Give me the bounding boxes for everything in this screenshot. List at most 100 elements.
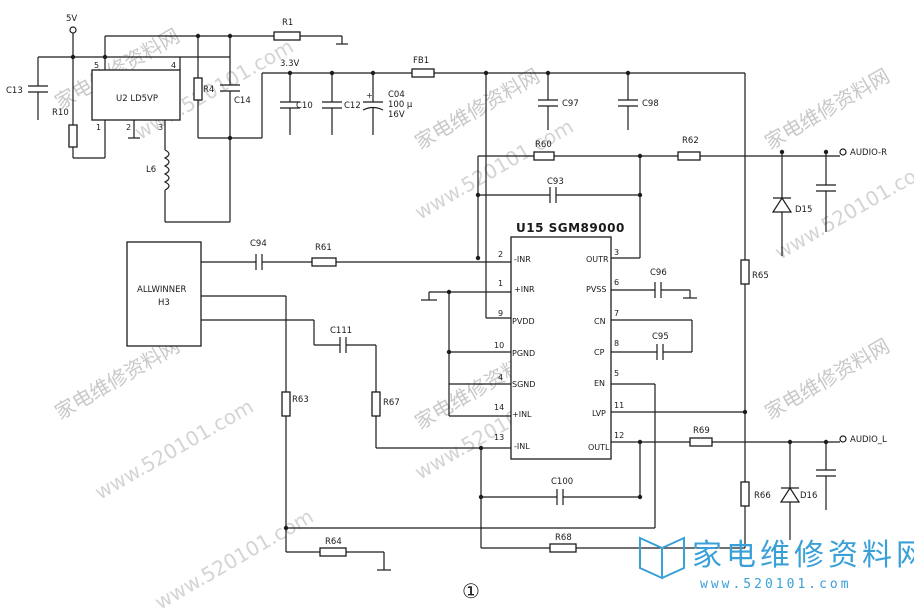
pin-name: CP bbox=[594, 348, 605, 357]
pin-number: 14 bbox=[494, 403, 504, 412]
pin-number: 13 bbox=[494, 433, 504, 442]
watermark-text: 家电维修资料网 bbox=[51, 334, 184, 425]
figure-number: ① bbox=[462, 579, 480, 603]
pin-number: 3 bbox=[614, 248, 619, 257]
pin-name: OUTR bbox=[586, 255, 609, 264]
pin-number: 4 bbox=[498, 373, 503, 382]
pin-number: 7 bbox=[614, 309, 619, 318]
label-c04: C04 bbox=[388, 90, 405, 100]
label-c04-value: 100 μ bbox=[388, 100, 413, 110]
diode-d16 bbox=[781, 488, 799, 502]
resistor-r62 bbox=[678, 152, 700, 160]
resistor-r68 bbox=[550, 544, 576, 552]
resistor-r1 bbox=[274, 32, 300, 40]
book-icon bbox=[640, 538, 662, 578]
pin-name: PVDD bbox=[512, 317, 535, 326]
watermark-url: www.520101.com bbox=[91, 394, 258, 504]
label-c95: C95 bbox=[652, 332, 669, 342]
ic-u15-sgm89000: U15 SGM89000 2 -INR 1 +INR 9 PVDD 10 PGN… bbox=[494, 221, 625, 459]
label-c97: C97 bbox=[562, 99, 579, 109]
resistor-r66 bbox=[741, 482, 749, 506]
resistor-r64 bbox=[320, 548, 346, 556]
pin-number: 5 bbox=[614, 369, 619, 378]
terminal-5v bbox=[70, 27, 76, 33]
watermark-text: 家电维修资料网 bbox=[761, 64, 894, 155]
pin-name: PGND bbox=[512, 349, 535, 358]
pin-number: 12 bbox=[614, 431, 624, 440]
label-c100: C100 bbox=[551, 477, 573, 487]
label-l6: L6 bbox=[146, 165, 156, 175]
label-fb1: FB1 bbox=[413, 56, 429, 66]
label-audio-r: AUDIO-R bbox=[850, 148, 887, 158]
label-r1: R1 bbox=[282, 18, 293, 28]
label-c12: C12 bbox=[344, 101, 361, 111]
label-u15: U15 SGM89000 bbox=[516, 221, 625, 235]
pin-number: 6 bbox=[614, 278, 619, 287]
pin-number: 9 bbox=[498, 309, 503, 318]
resistor-r65 bbox=[741, 260, 749, 284]
u2-pin-3: 3 bbox=[158, 123, 163, 132]
pin-number: 2 bbox=[498, 250, 503, 259]
pin-name: -INL bbox=[514, 442, 530, 451]
label-d16: D16 bbox=[800, 491, 817, 501]
label-c93: C93 bbox=[547, 177, 564, 187]
pin-number: 8 bbox=[614, 339, 619, 348]
label-r68: R68 bbox=[555, 533, 572, 543]
u2-pin-2: 2 bbox=[126, 123, 131, 132]
watermark-url: www.520101.com bbox=[771, 154, 914, 264]
label-c04-voltage: 16V bbox=[388, 110, 405, 120]
label-5v: 5V bbox=[66, 14, 77, 24]
label-r67: R67 bbox=[383, 398, 400, 408]
ferrite-fb1 bbox=[412, 69, 434, 77]
label-c98: C98 bbox=[642, 99, 659, 109]
watermark-url: www.520101.com bbox=[151, 504, 318, 611]
label-c10: C10 bbox=[296, 101, 313, 111]
u2-pin-1: 1 bbox=[96, 123, 101, 132]
resistor-r67 bbox=[372, 392, 380, 416]
pin-name: OUTL bbox=[588, 443, 610, 452]
logo-url: www.520101.com bbox=[700, 577, 852, 592]
pin-name: SGND bbox=[512, 380, 535, 389]
terminal-audio-r bbox=[840, 149, 846, 155]
allwinner-h3-block: ALLWINNER H3 bbox=[127, 242, 201, 346]
resistor-r69 bbox=[690, 438, 712, 446]
label-r65: R65 bbox=[752, 271, 769, 281]
watermark-text: 家电维修资料网 bbox=[761, 334, 894, 425]
power-input-section: 5V R1 C13 R10 U2 LD5VP 5 4 1 2 3 bbox=[6, 14, 745, 222]
label-u2: U2 LD5VP bbox=[116, 94, 158, 104]
label-r61: R61 bbox=[315, 243, 332, 253]
svg-text:+: + bbox=[366, 91, 373, 100]
label-c13: C13 bbox=[6, 86, 23, 96]
terminal-audio-l bbox=[840, 436, 846, 442]
pin-number: 11 bbox=[614, 401, 624, 410]
pin-number: 10 bbox=[494, 341, 504, 350]
pin-name: CN bbox=[594, 317, 606, 326]
resistor-r4 bbox=[194, 78, 202, 100]
logo-text: 家电维修资料网 bbox=[692, 538, 914, 573]
pin-name: EN bbox=[594, 379, 605, 388]
u2-pin-5: 5 bbox=[94, 61, 99, 70]
resistor-r61 bbox=[312, 258, 336, 266]
resistor-r10 bbox=[69, 125, 77, 147]
pin-name: +INL bbox=[512, 410, 532, 419]
label-c14: C14 bbox=[234, 96, 251, 106]
label-c111: C111 bbox=[330, 326, 352, 336]
label-r10: R10 bbox=[52, 108, 69, 118]
label-r69: R69 bbox=[693, 426, 710, 436]
label-c94: C94 bbox=[250, 239, 267, 249]
label-c96: C96 bbox=[650, 268, 667, 278]
label-r4: R4 bbox=[203, 85, 214, 95]
diode-d15 bbox=[773, 198, 791, 212]
label-r64: R64 bbox=[325, 537, 342, 547]
site-logo: 家电维修资料网 www.520101.com bbox=[640, 538, 914, 592]
resistor-r63 bbox=[282, 392, 290, 416]
label-audio-l: AUDIO_L bbox=[850, 435, 887, 445]
label-r60: R60 bbox=[535, 140, 552, 150]
pin-name: +INR bbox=[514, 285, 535, 294]
inductor-l6 bbox=[165, 150, 169, 190]
label-r62: R62 bbox=[682, 136, 699, 146]
resistor-r60 bbox=[534, 152, 554, 160]
pin-number: 1 bbox=[498, 279, 503, 288]
